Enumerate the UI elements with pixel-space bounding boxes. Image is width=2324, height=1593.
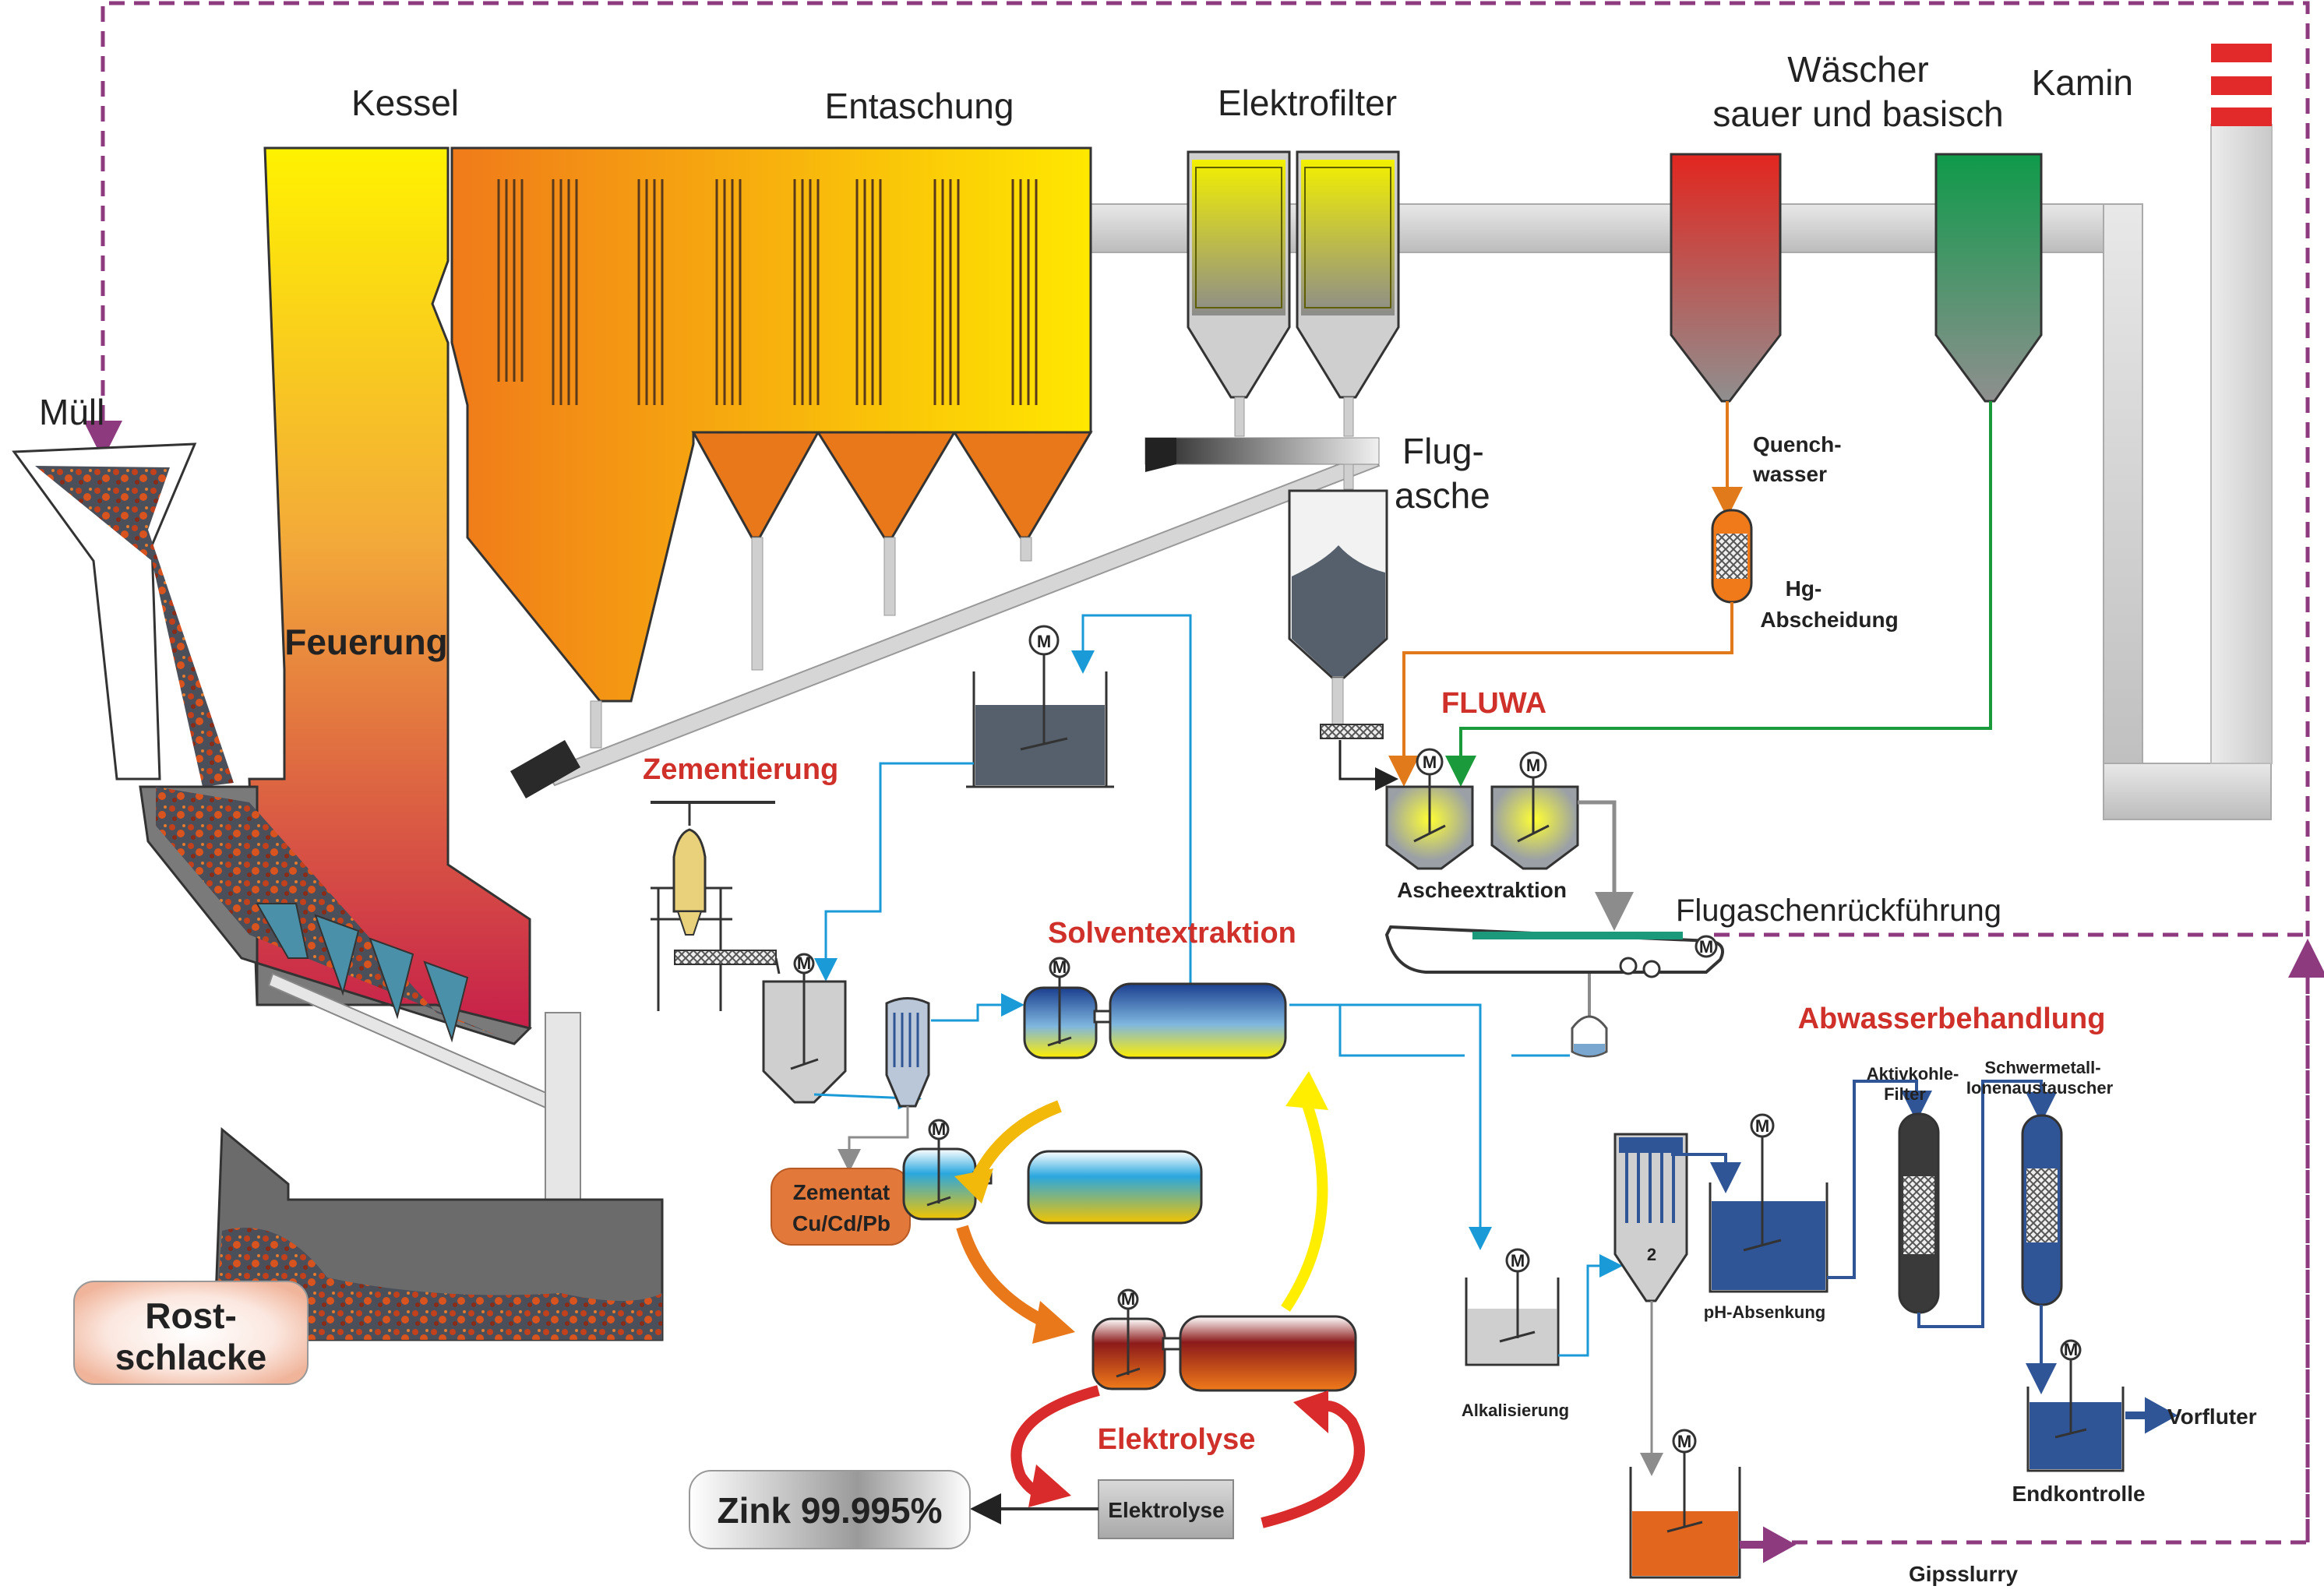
label-waescher-2: sauer und basisch — [1712, 93, 2003, 134]
cementation-motor: M — [1037, 632, 1051, 651]
label-vorfluter: Vorfluter — [2167, 1404, 2257, 1429]
label-zementat-2: Cu/Cd/Pb — [792, 1211, 890, 1235]
end-motor: M — [2064, 1340, 2078, 1359]
label-muell: Müll — [39, 392, 104, 432]
ph-motor: M — [1755, 1116, 1769, 1136]
label-ph-absenkung: pH-Absenkung — [1704, 1302, 1825, 1322]
label-kamin: Kamin — [2032, 62, 2133, 103]
sx1-motor: M — [1053, 957, 1067, 977]
return-lines — [83, 1, 2324, 1545]
label-flugasche-1: Flug- — [1402, 431, 1484, 471]
label-endkontrolle: Endkontrolle — [2012, 1482, 2145, 1506]
bottom-ash-badge: Rost- schlacke — [73, 1281, 309, 1385]
dosing-station — [651, 801, 781, 1011]
label-aktivkohle-2: Filter — [1884, 1084, 1926, 1104]
label-elektrolyse: Elektrolyse — [1098, 1423, 1256, 1456]
label-solventextraktion: Solventextraktion — [1048, 917, 1296, 950]
chimney: Kamin — [2032, 44, 2273, 764]
cementation-reactor: M — [762, 953, 922, 1110]
label-quench-1: Quench- — [1753, 432, 1842, 456]
waste-water-treatment: Abwasserbehandlung M Alkalisierung 2 M p… — [1462, 1003, 2257, 1586]
mercury-removal: Quench- wasser Hg- Abscheidung — [1338, 401, 1992, 791]
candle-filter — [838, 993, 1024, 1172]
label-quench-2: wasser — [1752, 462, 1827, 486]
label-rost-2: schlacke — [115, 1337, 266, 1377]
fly-ash-silo: Flug- asche — [1288, 431, 1490, 739]
label-zementat-1: Zementat — [793, 1180, 890, 1204]
label-rost-1: Rost- — [145, 1295, 237, 1336]
label-hg-1: Hg- — [1786, 576, 1822, 601]
alkali-motor: M — [1511, 1251, 1525, 1271]
cementation: M Zementierung — [643, 614, 1192, 1005]
waste-water-feed — [1289, 1003, 1570, 1250]
label-zementierung: Zementierung — [643, 753, 838, 786]
sx2-motor: M — [932, 1119, 946, 1139]
electrolysis: Elektrolyse Elektrolyse Zink 99.995% — [689, 1385, 1365, 1549]
scrubbers: Wäscher sauer und basisch — [1670, 49, 2043, 403]
label-kessel: Kessel — [351, 83, 459, 123]
label-waescher-1: Wäscher — [1787, 49, 1928, 90]
label-hg-2: Abscheidung — [1760, 608, 1898, 632]
cementate-badge: Zementat Cu/Cd/Pb — [771, 1168, 911, 1246]
label-fluwa: FLUWA — [1441, 687, 1546, 720]
label-feuerung: Feuerung — [284, 622, 448, 662]
electrolysis-box-label: Elektrolyse — [1108, 1498, 1224, 1522]
label-flugaschenrueckfuehrung: Flugaschenrückführung — [1676, 893, 2001, 928]
ash-removal-tubes — [497, 179, 1038, 405]
label-gipsslurry: Gipsslurry — [1909, 1562, 2018, 1586]
electrostatic-filter: Elektrofilter — [1187, 83, 1400, 490]
reactor-motor: M — [797, 953, 811, 973]
fluwa-unit: FLUWA M M Ascheextraktion — [1385, 687, 1634, 931]
label-zink: Zink 99.995% — [718, 1490, 943, 1531]
clarifier-stage: 2 — [1647, 1245, 1656, 1264]
label-alkalisierung: Alkalisierung — [1462, 1401, 1569, 1420]
label-aktivkohle-1: Aktivkohle- — [1867, 1064, 1959, 1084]
filter-belt: M Flugaschenrückführung — [1384, 893, 2001, 1058]
label-ascheextraktion: Ascheextraktion — [1397, 878, 1567, 902]
fluwa-motor-2: M — [1526, 756, 1540, 775]
label-schwermetall-1: Schwermetall- — [1984, 1058, 2100, 1077]
label-schwermetall-2: Ionenaustauscher — [1966, 1078, 2114, 1098]
fluwa-motor-1: M — [1423, 752, 1437, 772]
belt-motor: M — [1699, 937, 1713, 957]
label-abwasserbehandlung: Abwasserbehandlung — [1798, 1003, 2106, 1035]
label-flugasche-2: asche — [1395, 475, 1490, 516]
sx3-motor: M — [1121, 1289, 1135, 1309]
furnace-grate: Müll — [12, 392, 664, 1341]
boiler: Kessel Feuerung — [248, 83, 531, 1030]
solvent-extraction: Solventextraktion M M M — [902, 917, 1357, 1392]
label-entaschung: Entaschung — [825, 86, 1014, 126]
label-elektrofilter: Elektrofilter — [1218, 83, 1397, 123]
gips-motor: M — [1677, 1432, 1691, 1451]
ash-conveyor — [510, 437, 1381, 798]
